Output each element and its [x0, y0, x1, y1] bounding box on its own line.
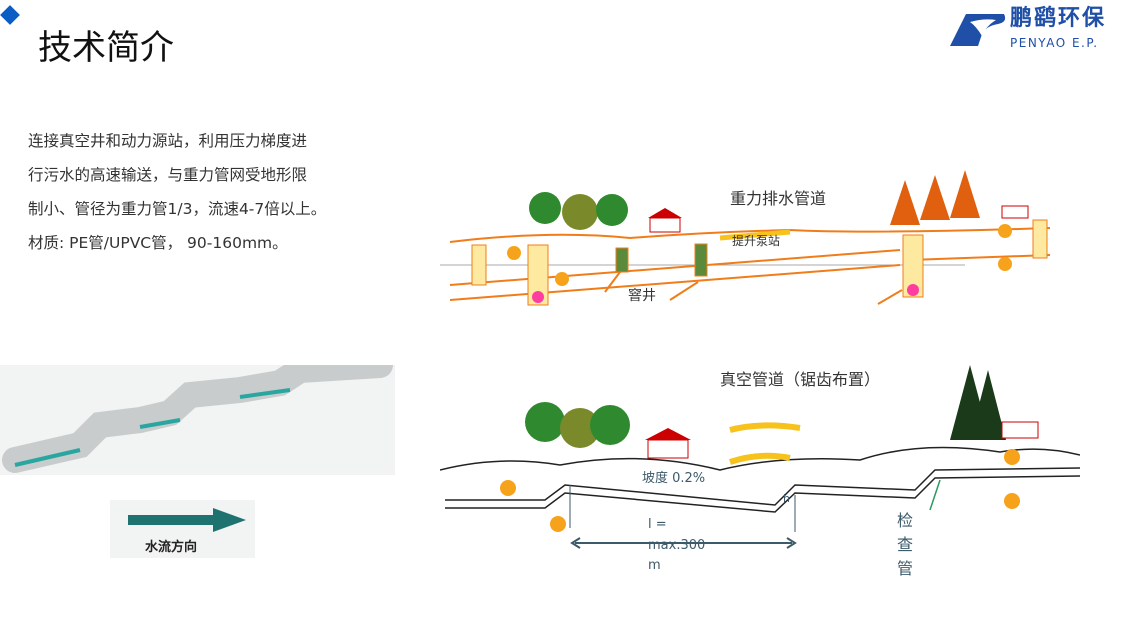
inspection-label: 检: [897, 511, 913, 530]
description-line: 连接真空井和动力源站，利用压力梯度进: [28, 132, 308, 150]
vacuum-title: 真空管道（锯齿布置）: [720, 370, 880, 389]
logo-text-en: PENYAO E.P.: [1010, 36, 1099, 50]
flow-arrow-icon: [128, 508, 246, 532]
vacuum-sewer-diagram: 真空管道（锯齿布置） 坡度 0.2% h l = max.300 m 检 查 管: [440, 365, 1080, 578]
inspection-label: 管: [897, 559, 913, 578]
length-label: max.300: [648, 538, 705, 553]
flow-direction-label: 水流方向: [145, 540, 198, 555]
length-label: l =: [648, 517, 667, 532]
vacuum-pipe-image: [0, 352, 395, 475]
description-line: 材质: PE管/UPVC管， 90-160mm。: [28, 234, 288, 252]
length-label: m: [648, 558, 661, 573]
description: 连接真空井和动力源站，利用压力梯度进 行污水的高速输送，与重力管网受地形限 制小…: [28, 124, 388, 260]
gravity-sewer-diagram: 重力排水管道 提升泵站 窨井: [440, 170, 1051, 306]
description-line: 制小、管径为重力管1/3，流速4-7倍以上。: [28, 200, 327, 218]
page-title: 技术简介: [38, 28, 174, 68]
manhole-label: 窨井: [628, 287, 656, 304]
logo-text-cn: 鹏鹞环保: [1010, 6, 1107, 31]
pump-station-label: 提升泵站: [732, 233, 780, 248]
description-line: 行污水的高速输送，与重力管网受地形限: [28, 166, 308, 184]
gravity-title: 重力排水管道: [730, 189, 826, 208]
slope-label: 坡度 0.2%: [642, 470, 705, 486]
h-label: h: [783, 492, 790, 505]
inspection-label: 查: [897, 535, 913, 554]
title-bullet-icon: [0, 5, 20, 25]
logo-mark-icon: [948, 12, 1008, 52]
flow-direction-panel: 水流方向: [110, 500, 255, 558]
